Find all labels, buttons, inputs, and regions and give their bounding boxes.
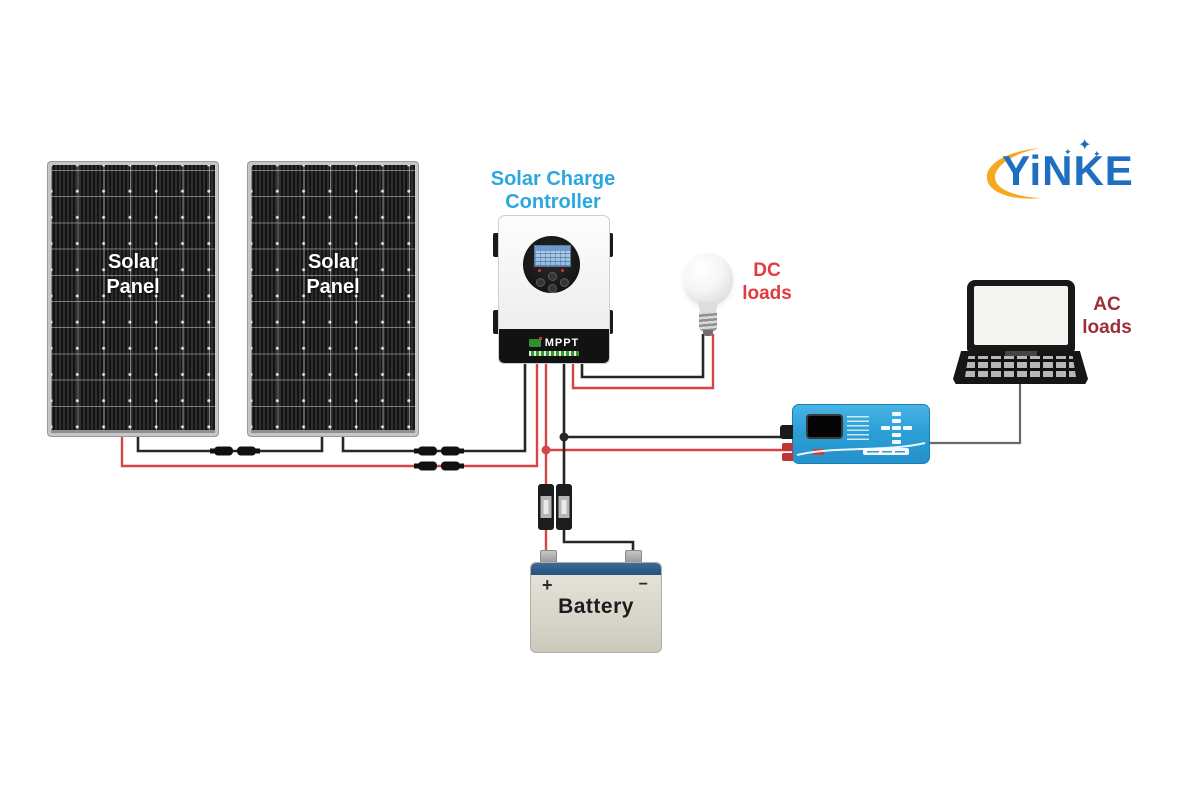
- controller-label-line2: Controller: [505, 191, 601, 213]
- fuse-holder-black: [556, 484, 572, 530]
- battery-top-strip: [531, 563, 661, 575]
- logo-swoosh-icon: [986, 148, 1041, 199]
- bulb-screw-base: [699, 312, 717, 331]
- controller-led-indicator: [561, 269, 564, 272]
- mppt-badge: MPPT: [528, 336, 580, 349]
- controller-button-up: [548, 272, 557, 281]
- ac-loads-label-line1: AC: [1093, 294, 1121, 315]
- mppt-text: MPPT: [544, 336, 580, 349]
- mc4-connector-red: [414, 461, 464, 471]
- solar-panel-1-label-line1: Solar: [107, 251, 158, 273]
- battery-label: Battery: [558, 595, 634, 618]
- controller-button-right: [560, 278, 569, 287]
- dc-loads-label: DC loads: [736, 259, 798, 305]
- sparkle-icon: ✦: [1078, 137, 1092, 154]
- junction-dot-red: [541, 445, 551, 455]
- solar-panel-1: Solar Panel: [48, 162, 218, 436]
- bulb-contact-tip: [703, 330, 713, 336]
- controller-button-left: [536, 278, 545, 287]
- charge-controller: MPPT: [493, 215, 613, 364]
- bulb-globe: [683, 253, 733, 306]
- inverter: [780, 404, 930, 464]
- controller-body: MPPT: [498, 215, 610, 364]
- sparkle-icon: ✦: [1093, 149, 1101, 159]
- brand-logo: ✦ ✦ ✦ YiNKE: [985, 136, 1180, 202]
- laptop-screen: [967, 280, 1075, 351]
- solar-panel-1-label-line2: Panel: [106, 276, 160, 298]
- controller-button-down: [548, 284, 557, 293]
- solar-panel-2-label: Solar Panel: [306, 250, 359, 300]
- solar-panel-1-label: Solar Panel: [106, 250, 159, 300]
- wire-ac-gray: [929, 378, 1022, 445]
- brand-name: YiNKE: [1002, 147, 1134, 194]
- bulb-neck: [697, 302, 719, 313]
- mppt-green-strip: [529, 350, 579, 356]
- laptop-hinge: [1005, 351, 1037, 357]
- laptop-keyboard: [965, 356, 1076, 377]
- wire-pv-red: [120, 360, 539, 468]
- dc-loads-label-line1: DC: [753, 260, 781, 281]
- sparkle-icon: ✦: [1064, 147, 1072, 157]
- battery-minus-sign: −: [638, 576, 648, 593]
- battery: + − Battery: [530, 562, 662, 653]
- fuse-holder-red: [538, 484, 554, 530]
- solar-panel-2: Solar Panel: [248, 162, 418, 436]
- controller-lcd-screen: [534, 245, 571, 267]
- controller-label: Solar Charge Controller: [468, 168, 638, 214]
- controller-label-line1: Solar Charge: [490, 168, 616, 190]
- inverter-vent-buttons: [881, 412, 912, 446]
- laptop: [953, 277, 1088, 384]
- mppt-logo-icon: [528, 336, 542, 347]
- inverter-dc-terminal-red: [782, 443, 793, 451]
- inverter-dc-terminal-red: [782, 453, 793, 461]
- battery-plus-sign: +: [542, 575, 553, 595]
- mc4-connector-black: [414, 446, 464, 456]
- mc4-connector-series: [210, 446, 260, 456]
- wire-battery-black: [562, 360, 635, 556]
- solar-panel-2-label-line2: Panel: [306, 276, 360, 298]
- solar-panel-2-label-line1: Solar: [307, 251, 358, 273]
- controller-mount-tab: [493, 310, 501, 334]
- ac-loads-label: AC loads: [1076, 293, 1138, 339]
- controller-led-indicator: [538, 269, 541, 272]
- controller-base-section: MPPT: [499, 329, 609, 363]
- inverter-swoosh: [796, 442, 926, 456]
- wire-dcload-red: [571, 334, 715, 390]
- ac-loads-label-line2: loads: [1082, 317, 1132, 338]
- laptop-display: [974, 286, 1068, 345]
- junction-dot-black: [559, 432, 569, 442]
- inverter-spec-text: [847, 416, 869, 440]
- wire-dcload-black: [580, 334, 705, 379]
- controller-display-panel: [523, 236, 580, 293]
- inverter-ac-socket: [806, 414, 843, 439]
- dc-loads-label-line2: loads: [742, 283, 792, 304]
- controller-mount-tab: [493, 233, 501, 257]
- laptop-base: [953, 351, 1088, 384]
- inverter-dc-terminal-black: [780, 425, 793, 439]
